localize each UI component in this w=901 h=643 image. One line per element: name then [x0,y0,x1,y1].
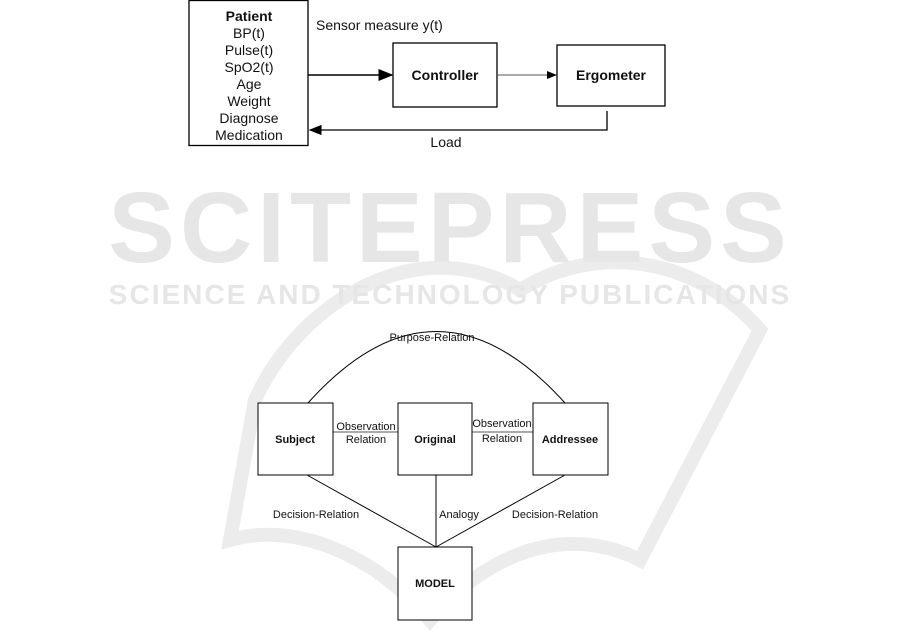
decision-line-left [306,474,437,548]
load-label: Load [430,134,461,150]
patient-attr: Medication [215,127,283,143]
model-box [397,546,473,621]
model-label: MODEL [415,578,455,590]
watermark-title: SCITEPRESS [108,172,792,284]
observation-right-line2: Relation [482,433,522,445]
controller-label: Controller [412,67,479,83]
ergometer-label: Ergometer [576,67,647,83]
watermark: SCITEPRESS SCIENCE AND TECHNOLOGY PUBLIC… [108,172,792,631]
patient-attr: Age [237,76,262,92]
decision-line-right [435,474,566,548]
model-relation-diagram: Purpose-Relation Subject Original Addres… [257,331,609,621]
observation-left-line2: Relation [346,434,386,446]
observation-left-line1: Observation [336,421,395,433]
patient-attr: Diagnose [219,110,278,126]
original-label: Original [414,434,456,446]
addressee-box [532,402,609,476]
decision-left-label: Decision-Relation [273,509,359,521]
patient-attr: SpO2(t) [224,59,273,75]
control-loop-diagram: Patient BP(t) Pulse(t) SpO2(t) Age Weigh… [188,0,666,150]
observation-right-line1: Observation [472,418,531,430]
patient-title: Patient [226,8,273,24]
decision-right-label: Decision-Relation [512,509,598,521]
patient-box [188,0,309,147]
purpose-relation-label: Purpose-Relation [390,332,475,344]
subject-box [257,402,334,476]
subject-label: Subject [275,434,315,446]
addressee-label: Addressee [542,434,598,446]
ergometer-box [556,44,666,107]
analogy-label: Analogy [439,509,479,521]
original-box [397,402,473,476]
load-arrow [308,111,608,136]
controller-box [392,42,498,108]
patient-attr: BP(t) [233,25,265,41]
patient-attr: Pulse(t) [225,42,273,58]
watermark-subtitle: SCIENCE AND TECHNOLOGY PUBLICATIONS [109,279,791,310]
patient-attr: Weight [227,93,270,109]
purpose-relation-arc [307,331,566,404]
sensor-label: Sensor measure y(t) [316,17,443,33]
